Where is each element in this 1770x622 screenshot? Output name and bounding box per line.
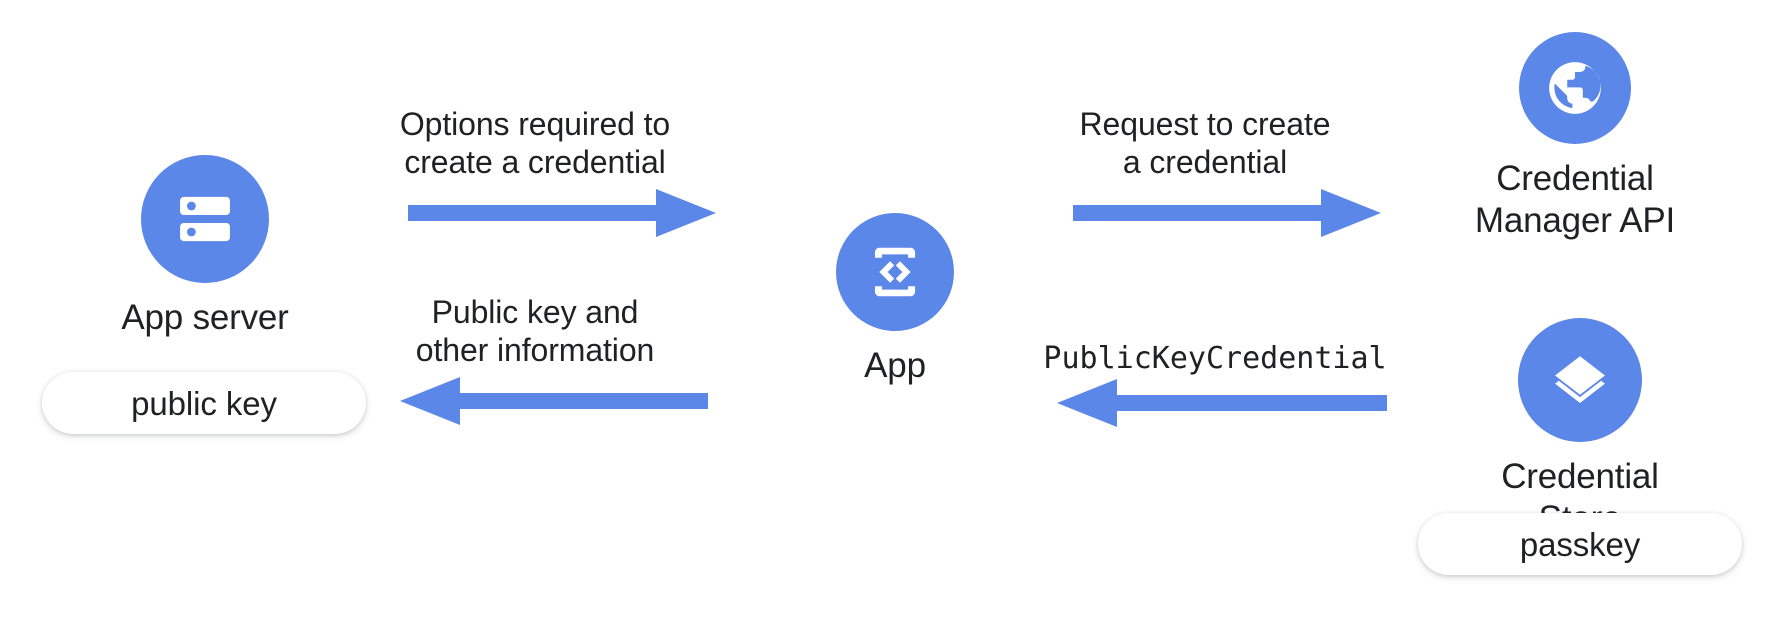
app-server-label: App server <box>121 298 289 337</box>
server-icon <box>180 196 230 242</box>
arrow-public-key-and-other-information <box>398 373 708 429</box>
arrow-label-publickeycredential: PublicKeyCredential <box>1043 341 1387 376</box>
arrow-options-required <box>408 185 718 241</box>
passkey-chip: passkey <box>1418 513 1742 575</box>
arrow-publickeycredential <box>1055 375 1387 431</box>
public-key-chip: public key <box>42 372 366 434</box>
app-server-badge <box>141 155 269 283</box>
arrow-request-to-create <box>1073 185 1383 241</box>
arrow-label-request-to-create: Request to create a credential <box>1079 106 1331 180</box>
app-code-device-icon <box>874 247 916 297</box>
public-key-chip-label: public key <box>131 384 277 422</box>
arrow-label-public-key-and-other-information: Public key and other information <box>415 294 655 368</box>
app-badge <box>836 213 954 331</box>
credential-store-badge <box>1518 318 1642 442</box>
node-app-server: App server <box>105 155 305 339</box>
node-credential-manager-api: Credential Manager API <box>1455 32 1695 242</box>
app-label: App <box>864 346 926 385</box>
arrow-left-icon <box>1057 379 1387 427</box>
globe-public-icon <box>1549 62 1601 114</box>
arrow-right-icon <box>408 189 716 237</box>
credential-manager-api-label: Credential Manager API <box>1474 159 1676 240</box>
node-credential-store: Credential Store <box>1460 318 1700 540</box>
layers-icon <box>1555 356 1605 403</box>
arrow-label-options-required: Options required to create a credential <box>399 106 671 180</box>
arrow-left-icon <box>400 377 708 425</box>
arrow-right-icon <box>1073 189 1381 237</box>
credential-manager-api-badge <box>1519 32 1631 144</box>
passkey-chip-label: passkey <box>1519 525 1641 563</box>
node-app: App <box>830 213 960 387</box>
